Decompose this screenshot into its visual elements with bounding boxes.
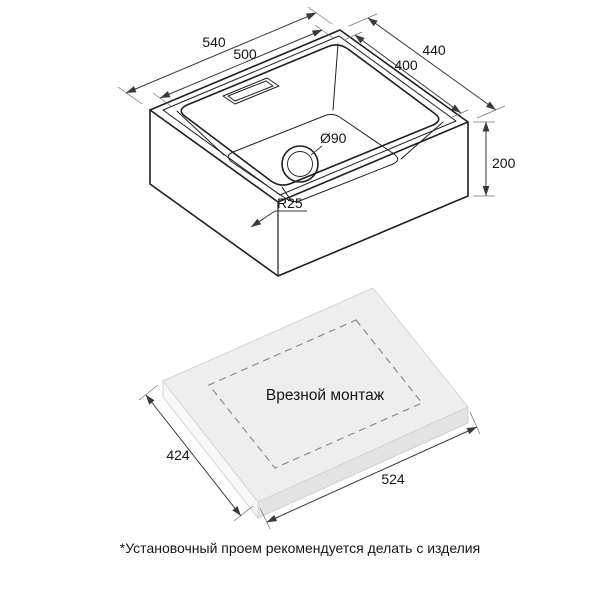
dimension-line xyxy=(354,34,462,114)
leader-line xyxy=(310,145,323,156)
dim-outer-depth-value: 440 xyxy=(422,42,446,58)
sink-bowl-left-corner-edge xyxy=(176,110,225,156)
extension-line xyxy=(314,24,334,39)
sink-drain-outer-circle xyxy=(281,145,319,183)
dim-cutout-depth-value: 424 xyxy=(166,447,190,463)
dimension-line xyxy=(266,426,478,523)
dim-inner-width: 500 xyxy=(152,24,334,107)
dim-inner-depth: 400 xyxy=(343,31,469,119)
sink-bowl-right-corner-edge xyxy=(400,121,444,160)
sink-isometric-view: 540 500 440 400 xyxy=(117,6,516,277)
extension-line xyxy=(343,31,363,41)
dim-height: 200 xyxy=(473,121,516,197)
sink-bowl-opening xyxy=(180,44,440,186)
dim-cutout-width-value: 524 xyxy=(381,471,405,487)
dim-outer-width-value: 540 xyxy=(202,34,226,50)
dim-cutout-depth: 424 xyxy=(138,384,254,522)
footnote: *Установочный проем рекомендуется делать… xyxy=(120,540,480,556)
extension-line xyxy=(307,6,333,25)
extension-line xyxy=(233,505,254,522)
sink-bowl-bottom xyxy=(227,113,399,203)
label-drain-diameter: Ø90 xyxy=(310,130,347,156)
extension-line xyxy=(348,13,378,27)
extension-line xyxy=(152,92,172,107)
sink-bowl-back-corner-edge xyxy=(332,43,339,111)
extension-line xyxy=(117,86,143,105)
dimension-line xyxy=(145,394,242,517)
countertop-mounting-view: Врезной монтаж 424 524 xyxy=(138,287,481,530)
sink-drain-inner-circle xyxy=(287,151,313,177)
dim-inner-width-value: 500 xyxy=(233,46,257,62)
mount-type-label: Врезной монтаж xyxy=(266,387,385,404)
extension-line xyxy=(469,411,481,435)
dim-height-value: 200 xyxy=(492,155,516,171)
dim-inner-depth-value: 400 xyxy=(394,57,418,73)
extension-line xyxy=(449,109,469,119)
extension-line xyxy=(476,105,506,119)
sink-bowl-front-corner-edge xyxy=(281,186,293,203)
label-corner-radius: R25 xyxy=(250,195,307,228)
dim-cutout-width: 524 xyxy=(259,411,481,530)
leader-line xyxy=(250,210,276,228)
drain-diameter-value: Ø90 xyxy=(320,130,347,146)
dimension-line xyxy=(159,29,323,99)
corner-radius-value: R25 xyxy=(277,195,303,211)
extension-line xyxy=(259,507,271,530)
extension-line xyxy=(138,384,159,401)
